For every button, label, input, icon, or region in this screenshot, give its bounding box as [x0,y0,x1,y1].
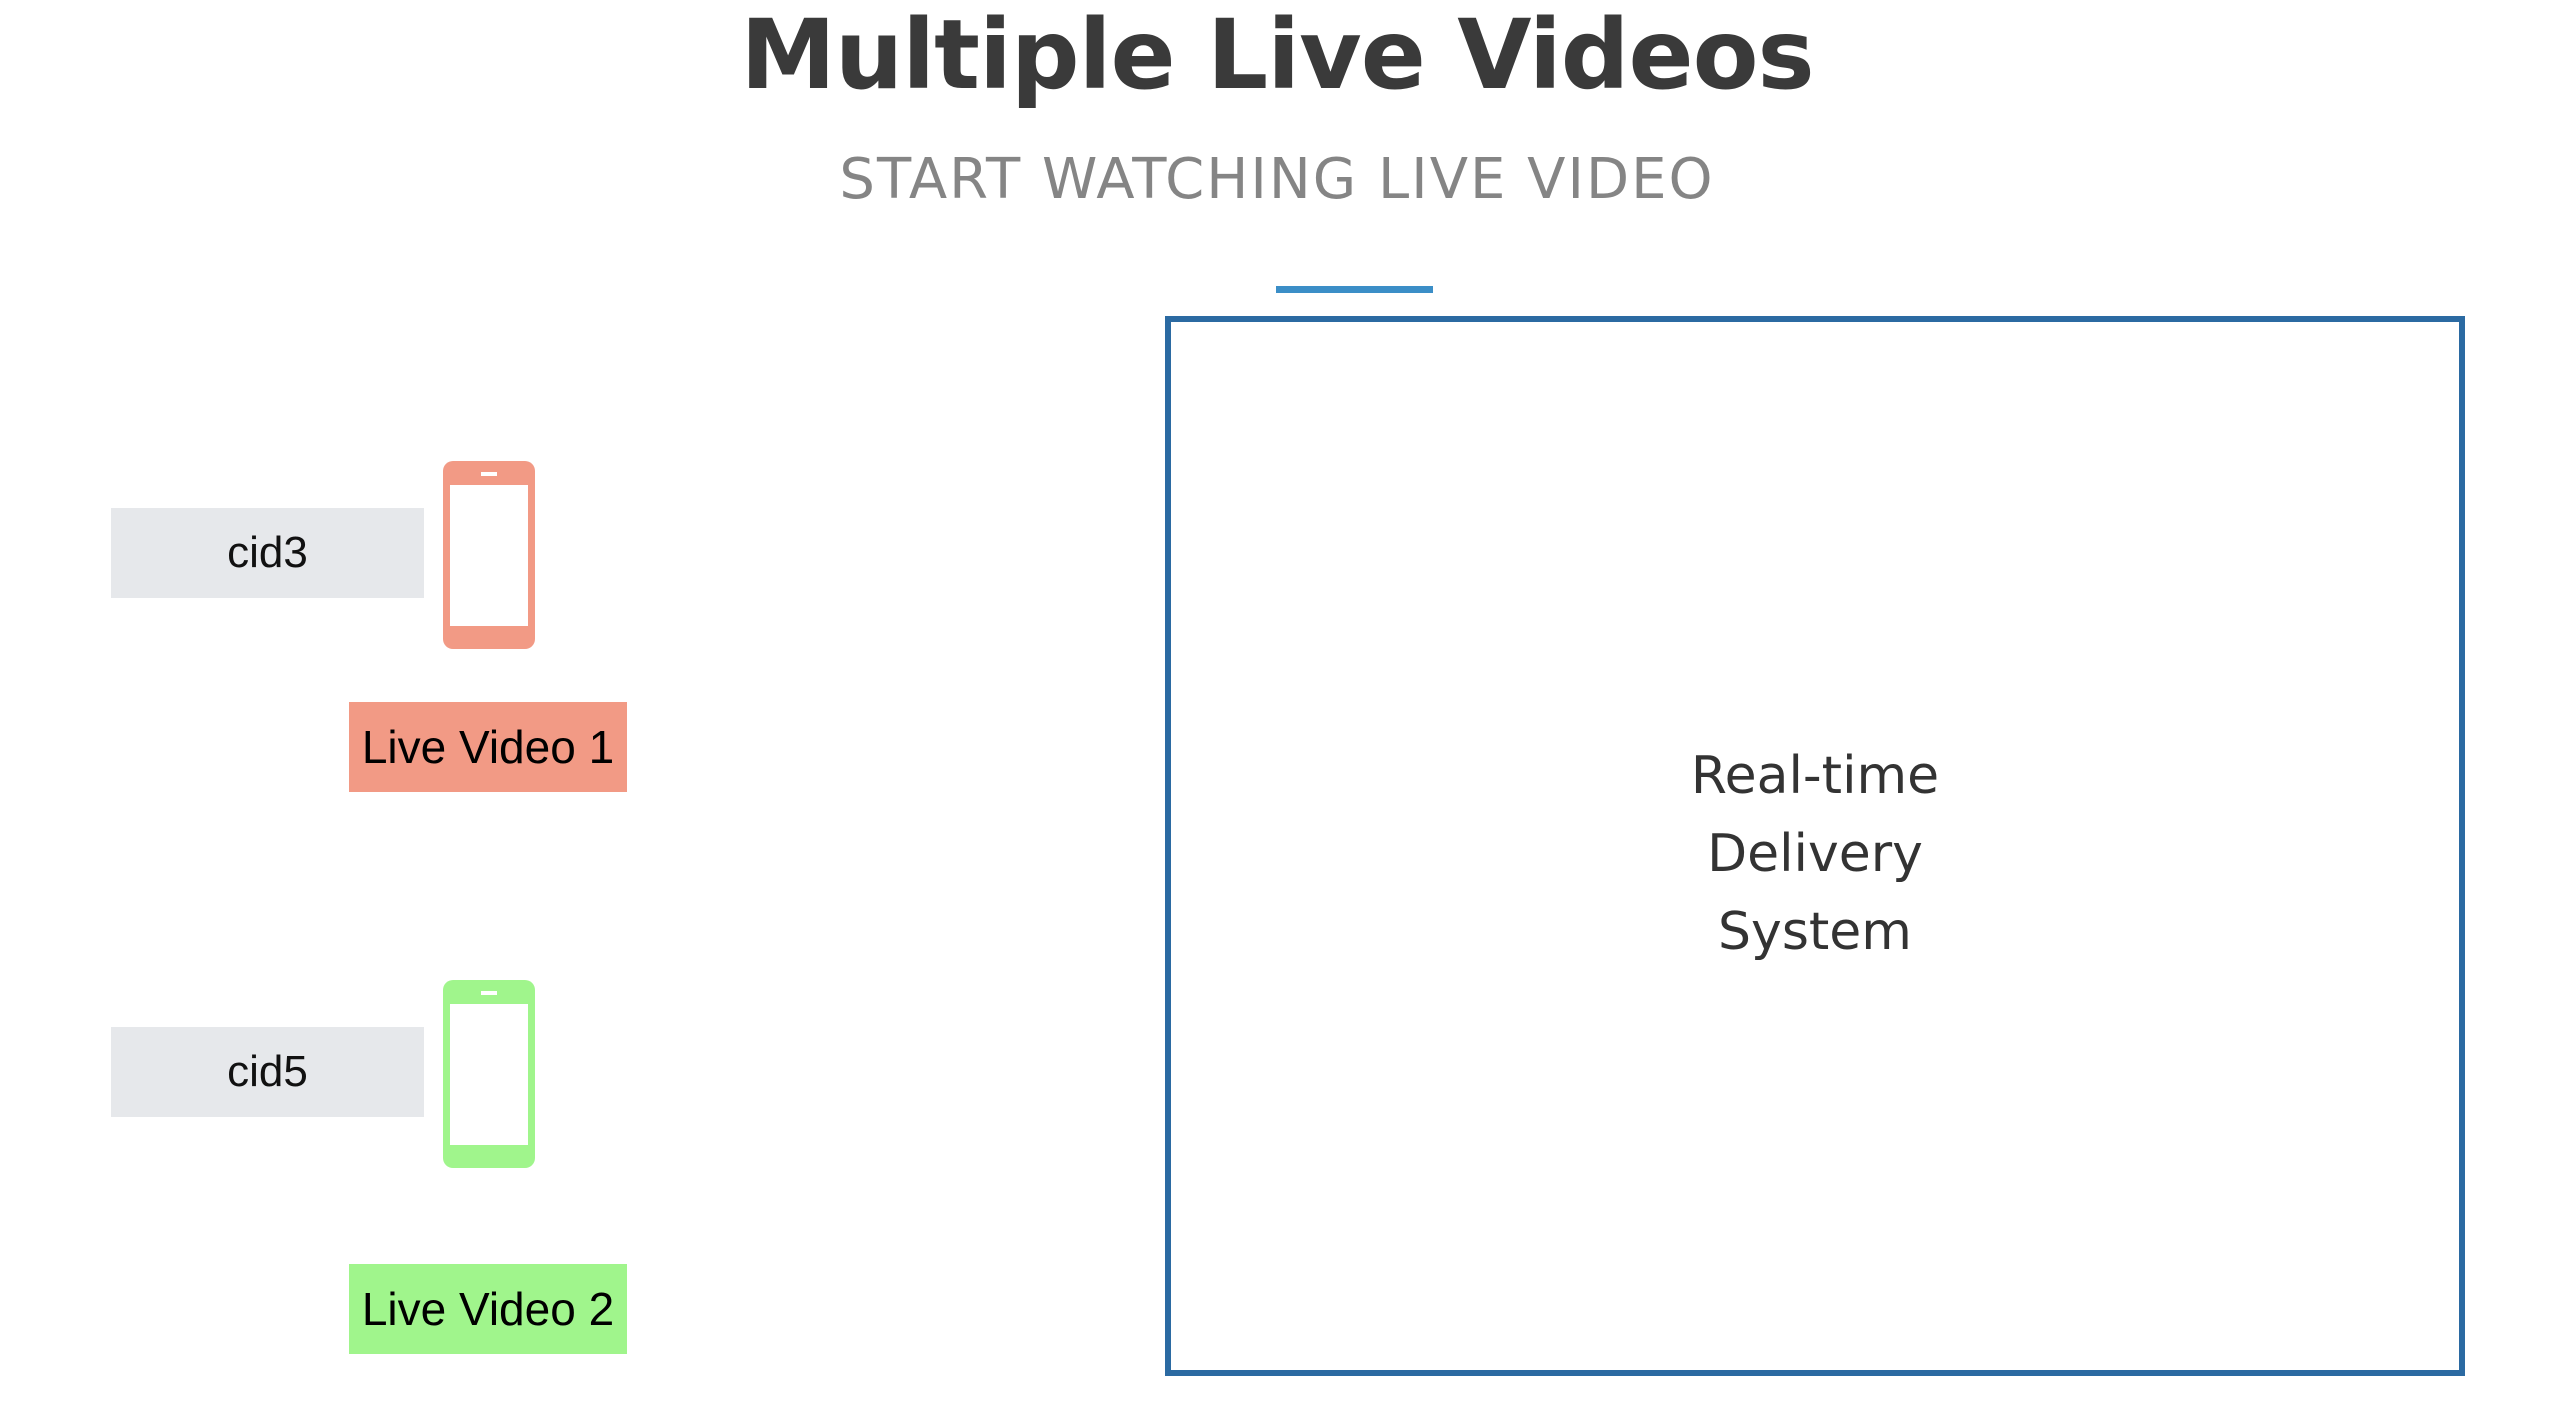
accent-divider [1276,286,1433,293]
phone-speaker [481,472,497,476]
phone-screen [450,485,528,626]
system-label-line-2: Delivery [1707,824,1923,884]
system-label-line-1: Real-time [1690,746,1940,806]
phone-icon [443,980,535,1168]
system-label-line-3: System [1718,902,1912,962]
phone-icon [443,461,535,649]
page-subtitle: START WATCHING LIVE VIDEO [839,147,1715,212]
delivery-system-label: Real-time Delivery System [1171,737,2459,971]
live-video-badge-2: Live Video 2 [349,1264,627,1354]
client-id-label-1: cid3 [111,508,424,598]
phone-speaker [481,991,497,995]
page-title: Multiple Live Videos [740,0,1814,111]
client-id-label-2: cid5 [111,1027,424,1117]
phone-screen [450,1004,528,1145]
delivery-system-box: Real-time Delivery System [1165,316,2465,1376]
live-video-badge-1: Live Video 1 [349,702,627,792]
